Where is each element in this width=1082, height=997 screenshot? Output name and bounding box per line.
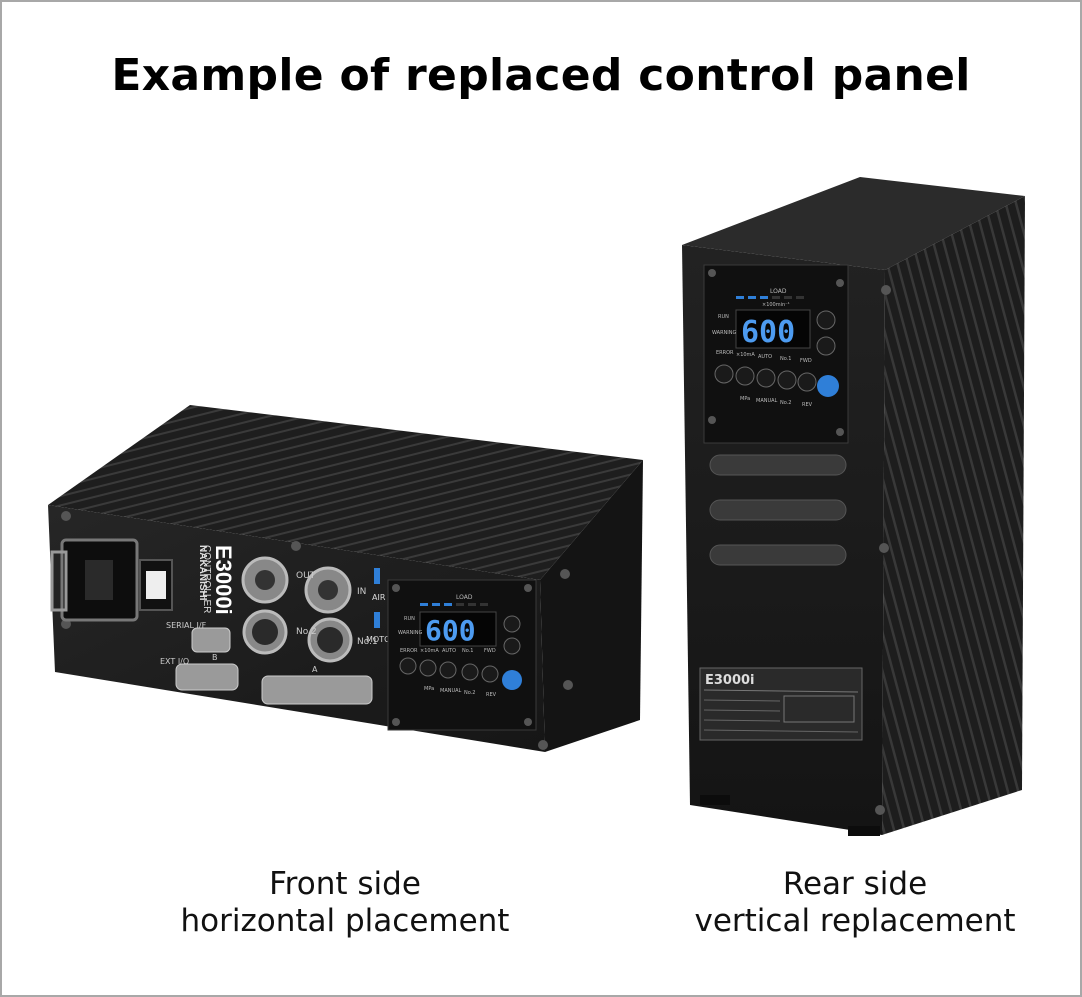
front-mpa-label: MPa	[424, 686, 434, 692]
port-no2-label: No.2	[296, 627, 317, 637]
rear-error-label: ERROR	[716, 350, 734, 356]
front-ctrl-button[interactable]	[439, 661, 457, 679]
rear-load-label: LOAD	[770, 288, 787, 295]
port-no1-label: No.1	[357, 637, 378, 647]
rear-down-button[interactable]	[816, 336, 836, 356]
rear-run-label: RUN	[718, 314, 729, 320]
port-a-label: A	[312, 665, 318, 674]
rear-warning-label: WARNING	[712, 330, 737, 336]
rear-current-label: ×10mA	[736, 352, 755, 358]
front-dir-button[interactable]	[481, 665, 499, 683]
rear-display	[735, 309, 811, 349]
rear-disp-button[interactable]	[735, 366, 755, 386]
front-warning-label: WARNING	[398, 630, 423, 636]
port-in-label: IN	[357, 587, 366, 597]
rear-motor-button[interactable]	[777, 370, 797, 390]
front-caption: Front side horizontal placement	[140, 866, 550, 940]
front-right-side	[540, 460, 643, 752]
rear-heatsink-side	[882, 196, 1025, 835]
serial-port	[191, 627, 231, 653]
vent-slot-2	[709, 499, 847, 521]
vent-slot-1	[709, 454, 847, 476]
front-motor-button[interactable]	[461, 663, 479, 681]
rear-no2-label: No.2	[780, 400, 791, 406]
rating-label-model: E3000i	[705, 673, 755, 688]
air-label: AIR	[372, 593, 386, 602]
rear-dir-button[interactable]	[797, 372, 817, 392]
rating-label	[699, 667, 863, 741]
power-switch	[139, 559, 173, 611]
model-text: E3000i	[211, 545, 236, 615]
front-error-label: ERROR	[400, 648, 418, 654]
front-brand-label: NAKANISHI E3000i CONTROLLER	[197, 545, 236, 615]
front-fwd-label: FWD	[484, 648, 496, 654]
front-rev-label: REV	[486, 692, 497, 698]
rear-controller: LOAD ×100min⁻¹ 600 RUN WARNING ERROR ×10…	[682, 177, 1025, 836]
front-display-value: 600	[425, 614, 476, 647]
rear-manual-label: MANUAL	[756, 398, 778, 404]
front-caption-line1: Front side	[269, 866, 421, 902]
front-display	[419, 611, 497, 647]
ext-io-b-port	[175, 663, 239, 691]
front-load-label: LOAD	[456, 594, 473, 601]
rear-caption-line2: vertical replacement	[694, 903, 1016, 939]
rear-display-value: 600	[741, 315, 795, 350]
vent-slot-3	[709, 544, 847, 566]
rear-ctrl-button[interactable]	[756, 368, 776, 388]
front-auto-label: AUTO	[442, 648, 456, 654]
rear-top	[682, 177, 1025, 270]
rear-mpa-label: MPa	[740, 396, 750, 402]
rear-up-button[interactable]	[816, 310, 836, 330]
front-no2-label: No.2	[464, 690, 475, 696]
ext-io-a-port	[261, 675, 373, 705]
rear-fwd-label: FWD	[800, 358, 812, 364]
front-control-panel	[387, 579, 537, 731]
front-manual-label: MANUAL	[440, 688, 462, 694]
front-caption-line2: horizontal placement	[180, 903, 510, 939]
serial-label: SERIAL I/F	[166, 621, 207, 630]
front-disp-button[interactable]	[419, 659, 437, 677]
rear-reset-button[interactable]	[714, 364, 734, 384]
motor-label: MOTOR	[366, 635, 396, 644]
port-out-label: OUT	[296, 571, 316, 581]
front-no1-label: No.1	[462, 648, 473, 654]
front-start-button[interactable]	[502, 670, 522, 690]
front-current-label: ×10mA	[420, 648, 439, 654]
page-title: Example of replaced control panel	[111, 50, 971, 101]
rear-unit-label: ×100min⁻¹	[762, 302, 790, 308]
rear-start-button[interactable]	[817, 375, 839, 397]
front-down-button[interactable]	[503, 637, 521, 655]
sub-text: CONTROLLER	[201, 545, 212, 613]
rear-caption: Rear side vertical replacement	[660, 866, 1050, 940]
front-controller: NAKANISHI E3000i CONTROLLER OUT IN No.2 …	[48, 405, 643, 752]
brand-text: NAKANISHI	[197, 545, 208, 601]
front-run-label: RUN	[404, 616, 415, 622]
rear-auto-label: AUTO	[758, 354, 772, 360]
rear-no1-label: No.1	[780, 356, 791, 362]
rear-caption-line1: Rear side	[782, 866, 928, 902]
front-heatsink-top	[48, 405, 643, 580]
rear-rev-label: REV	[802, 402, 813, 408]
port-b-label: B	[212, 653, 218, 662]
ext-label: EXT I/O	[160, 657, 189, 666]
front-up-button[interactable]	[503, 615, 521, 633]
front-reset-button[interactable]	[399, 657, 417, 675]
